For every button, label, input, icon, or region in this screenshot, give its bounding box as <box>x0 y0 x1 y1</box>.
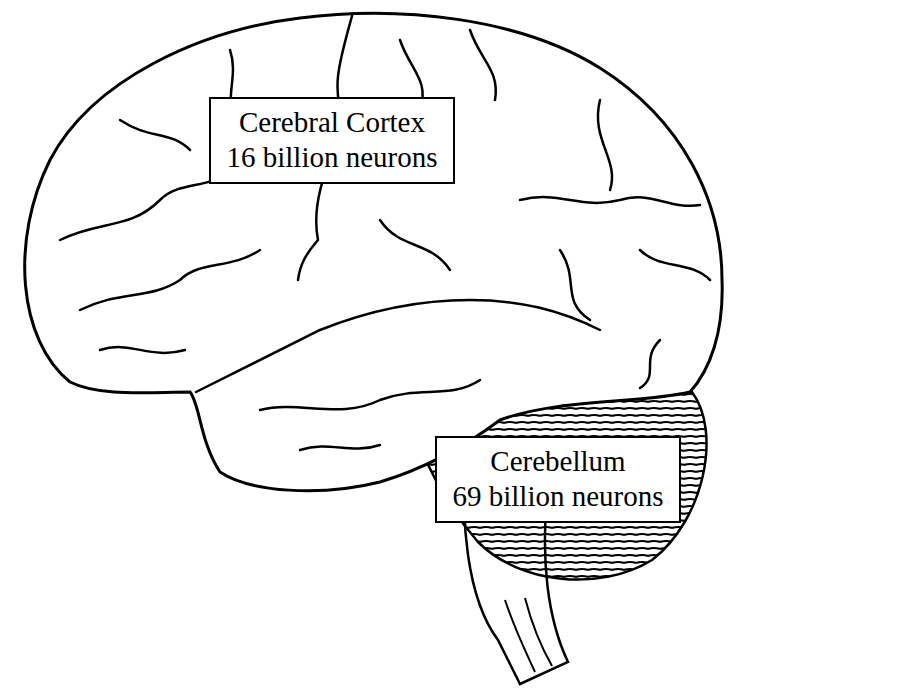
cerebrum-outline <box>25 13 722 490</box>
region-name: Cerebral Cortex <box>225 105 439 140</box>
gyrus-line <box>260 380 480 410</box>
gyrus-line <box>300 445 380 450</box>
gyrus-line <box>598 100 612 190</box>
gyrus-line <box>80 250 260 310</box>
gyrus-line <box>100 347 185 353</box>
lateral-sulcus <box>196 300 600 392</box>
gyrus-line <box>560 250 590 320</box>
region-name: Cerebellum <box>451 444 665 479</box>
label-box: Cerebral Cortex16 billion neurons <box>209 97 455 184</box>
brainstem-line <box>505 600 535 672</box>
brainstem-line <box>525 598 552 666</box>
gyrus-line <box>640 340 660 388</box>
gyrus-line <box>470 30 496 100</box>
gyrus-line <box>380 220 450 270</box>
gyrus-line <box>640 250 710 280</box>
gyrus-line <box>120 120 190 150</box>
neuron-count: 16 billion neurons <box>225 140 439 175</box>
neuron-count: 69 billion neurons <box>451 479 665 514</box>
gyrus-line <box>60 170 230 240</box>
label-box: Cerebellum69 billion neurons <box>435 436 681 523</box>
gyrus-line <box>520 197 700 206</box>
